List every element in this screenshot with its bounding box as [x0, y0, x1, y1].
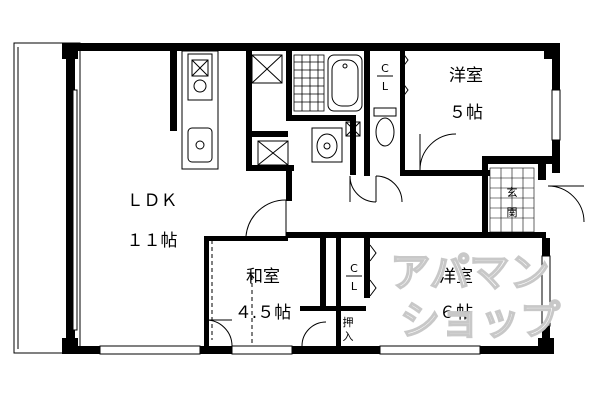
japanese-room-label: 和室: [246, 267, 280, 287]
closet-fold-doors: [369, 51, 409, 297]
entrance-tiles: [489, 167, 535, 233]
entrance-line2: 関: [507, 206, 518, 219]
ldk-size: １１帖: [127, 231, 178, 251]
western-south-label: 洋室: [439, 267, 473, 287]
closet-south-c: C: [350, 262, 358, 275]
closet-south-l: L: [351, 280, 358, 293]
closet-north-l: L: [382, 80, 389, 93]
western-south-size: ６帖: [439, 303, 473, 323]
door-swings: [205, 133, 585, 347]
shower-area: [293, 54, 325, 112]
interior-walls: [170, 51, 546, 346]
western-north-size: ５帖: [449, 103, 483, 123]
oshiire-line1: 押: [343, 315, 354, 329]
oshiire-line2: 入: [343, 330, 354, 343]
japanese-room-size: ４.５帖: [235, 303, 291, 323]
tatami-lines: [211, 240, 253, 344]
ldk-window: [72, 89, 78, 331]
closet-north-c: C: [381, 62, 389, 75]
storage-x-box: [251, 54, 361, 166]
washbasin: [311, 127, 343, 163]
entrance-line1: 玄: [507, 185, 518, 199]
watermark-line1: アパマン: [390, 250, 549, 296]
watermark-line2: ショップ: [400, 298, 560, 344]
western-north-label: 洋室: [449, 66, 483, 86]
ldk-label: ＬＤＫ: [127, 191, 178, 211]
windows: [99, 89, 561, 355]
toilet: [373, 107, 397, 147]
bathtub: [327, 54, 363, 112]
kitchen-counter: [181, 50, 219, 170]
